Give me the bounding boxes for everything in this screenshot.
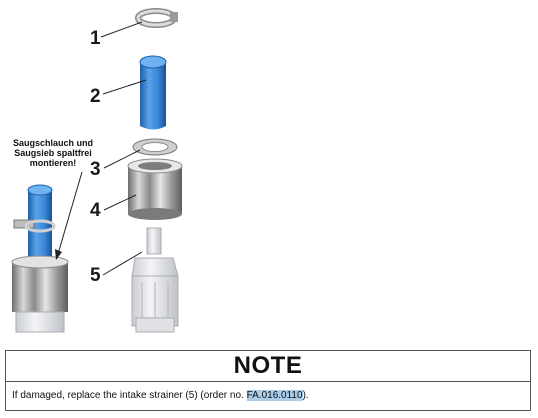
arrowhead [55,249,62,260]
mount-note-line: Saugsieb spaltfrei [14,148,92,158]
note-text: If damaged, replace the intake strainer … [6,382,530,410]
mounting-instruction: Saugschlauch und Saugsieb spaltfrei mont… [2,138,104,168]
note-box: NOTE If damaged, replace the intake stra… [5,350,531,411]
part-2-suction-hose [139,55,167,130]
callout-3: 3 [90,159,101,180]
part-5-intake-strainer [131,227,179,333]
part-3-washer [132,138,178,156]
callout-4: 4 [90,200,101,221]
callout-5: 5 [90,265,101,286]
part-1-hose-clamp [135,8,178,28]
part-4-union-nut [127,158,183,220]
exploded-view-drawing [11,8,183,333]
mount-note-line: Saugschlauch und [12,138,93,148]
order-number: FA.016.0110 [246,390,303,401]
note-title: NOTE [6,351,530,382]
callout-1: 1 [90,28,101,49]
note-text-after: ). [302,390,309,401]
leader-lines [57,21,147,276]
assembled-unit [11,184,69,333]
mount-note-line: montieren! [29,158,77,168]
callout-2: 2 [90,86,101,107]
exploded-view-figure: 1 2 3 4 5 Saugschlauch und Saugsieb spal… [2,8,183,333]
note-text-before: If damaged, replace the intake strainer … [12,390,247,401]
